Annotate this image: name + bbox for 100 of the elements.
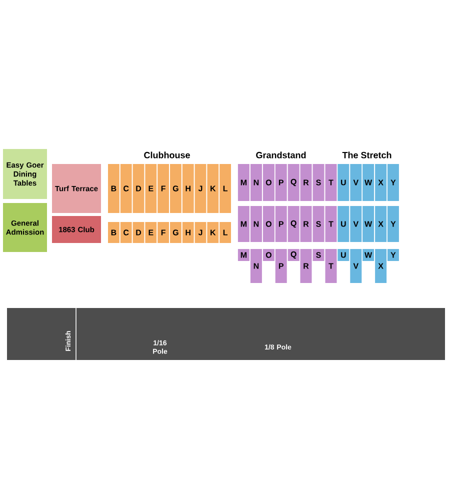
area-heading: Clubhouse bbox=[144, 152, 190, 158]
seat-section: B bbox=[108, 164, 120, 213]
seat-section: D bbox=[132, 222, 144, 243]
area-heading: The Stretch bbox=[342, 152, 392, 158]
node-label: G bbox=[172, 186, 178, 192]
seat-section: M bbox=[238, 164, 250, 201]
seat-section: L bbox=[220, 222, 231, 243]
node-label: B bbox=[111, 230, 116, 236]
node-label: V bbox=[353, 180, 359, 186]
seat-section: E bbox=[145, 164, 157, 213]
node-label: V bbox=[353, 221, 359, 227]
node-label: Y bbox=[390, 252, 396, 258]
node-label: L bbox=[223, 230, 228, 236]
node-label: W bbox=[364, 252, 372, 258]
seat-section: K bbox=[207, 164, 219, 213]
node-label: E bbox=[148, 186, 154, 192]
seat-section: U bbox=[338, 249, 350, 261]
node-label: P bbox=[278, 180, 284, 186]
node-label: M bbox=[240, 221, 247, 227]
node-label: B bbox=[111, 186, 116, 192]
node-label: X bbox=[378, 180, 384, 186]
node-label: L bbox=[223, 186, 228, 192]
seat-section: T bbox=[325, 206, 337, 242]
node-label: X bbox=[378, 221, 384, 227]
seat-section: J bbox=[194, 222, 206, 243]
node-label: O bbox=[266, 180, 272, 186]
node-label: E bbox=[148, 230, 154, 236]
seat-section: V bbox=[350, 164, 362, 201]
seat-section: J bbox=[194, 164, 206, 213]
seat-section: N bbox=[250, 206, 262, 242]
node-label: H bbox=[186, 230, 190, 236]
node-label: Y bbox=[390, 221, 396, 227]
node-label: C bbox=[124, 186, 129, 192]
seat-section: P bbox=[275, 206, 287, 242]
seat-section: W bbox=[362, 164, 374, 201]
seat-section: W bbox=[362, 249, 374, 261]
seat-section: X bbox=[375, 206, 387, 242]
node-label: Y bbox=[390, 180, 396, 186]
node-label: M bbox=[240, 252, 247, 258]
seat-section: S bbox=[312, 249, 324, 261]
seat-section: R bbox=[300, 164, 312, 201]
node-label: F bbox=[161, 186, 166, 192]
node-label: W bbox=[364, 180, 372, 186]
seat-section: D bbox=[132, 164, 144, 213]
seat-section: C bbox=[120, 164, 132, 213]
seat-section: H bbox=[182, 164, 194, 213]
seat-section: O bbox=[262, 164, 274, 201]
seat-section: G bbox=[170, 164, 182, 213]
seat-section: V bbox=[350, 206, 362, 242]
node-label: U bbox=[341, 221, 346, 227]
node-label: Q bbox=[290, 220, 296, 228]
seat-section: Y bbox=[387, 164, 399, 201]
seat-section: P bbox=[275, 164, 287, 201]
seat-section: Y bbox=[387, 249, 399, 261]
seat-section: K bbox=[207, 222, 219, 243]
seat-section: S bbox=[312, 164, 324, 201]
seat-section: U bbox=[338, 206, 350, 242]
seat-section: S bbox=[312, 206, 324, 242]
node-label: F bbox=[161, 230, 166, 236]
seat-section: Q bbox=[288, 164, 300, 201]
node-label: Q bbox=[290, 251, 296, 259]
node-label: T bbox=[328, 221, 334, 227]
seat-section: W bbox=[362, 206, 374, 242]
node-label: K bbox=[210, 230, 216, 236]
seat-section: N bbox=[250, 164, 262, 201]
node-label: T bbox=[328, 180, 334, 186]
node-label: M bbox=[240, 180, 247, 186]
node-label: J bbox=[198, 186, 202, 192]
node-label: U bbox=[341, 180, 346, 186]
seat-section: L bbox=[220, 164, 231, 213]
seat-section: Y bbox=[387, 206, 399, 242]
node-label: S bbox=[316, 252, 321, 258]
node-label: Q bbox=[290, 178, 296, 186]
node-label: O bbox=[266, 221, 272, 227]
seat-section: U bbox=[338, 164, 350, 201]
node-label: W bbox=[364, 221, 372, 227]
seat-section: R bbox=[300, 206, 312, 242]
seat-section: C bbox=[120, 222, 132, 243]
seat-section: O bbox=[262, 249, 274, 261]
seat-section: G bbox=[170, 222, 182, 243]
seat-section: E bbox=[145, 222, 157, 243]
node-label: N bbox=[254, 221, 259, 227]
seat-section: M bbox=[238, 206, 250, 242]
node-label: O bbox=[266, 252, 272, 258]
node-label: N bbox=[254, 180, 259, 186]
node-label: D bbox=[136, 230, 142, 236]
seat-section: X bbox=[375, 164, 387, 201]
node-label: H bbox=[186, 186, 190, 192]
seat-section: Q bbox=[288, 249, 300, 261]
seat-section: Q bbox=[288, 206, 300, 242]
node-label: D bbox=[136, 186, 142, 192]
node-label: P bbox=[278, 221, 284, 227]
node-label: R bbox=[304, 221, 309, 227]
seat-section: O bbox=[262, 206, 274, 242]
node-label: S bbox=[316, 221, 321, 227]
seat-section: H bbox=[182, 222, 194, 243]
node-label: J bbox=[198, 230, 202, 236]
node-label: C bbox=[124, 230, 129, 236]
node-label: R bbox=[304, 180, 309, 186]
seat-section: M bbox=[238, 249, 250, 261]
